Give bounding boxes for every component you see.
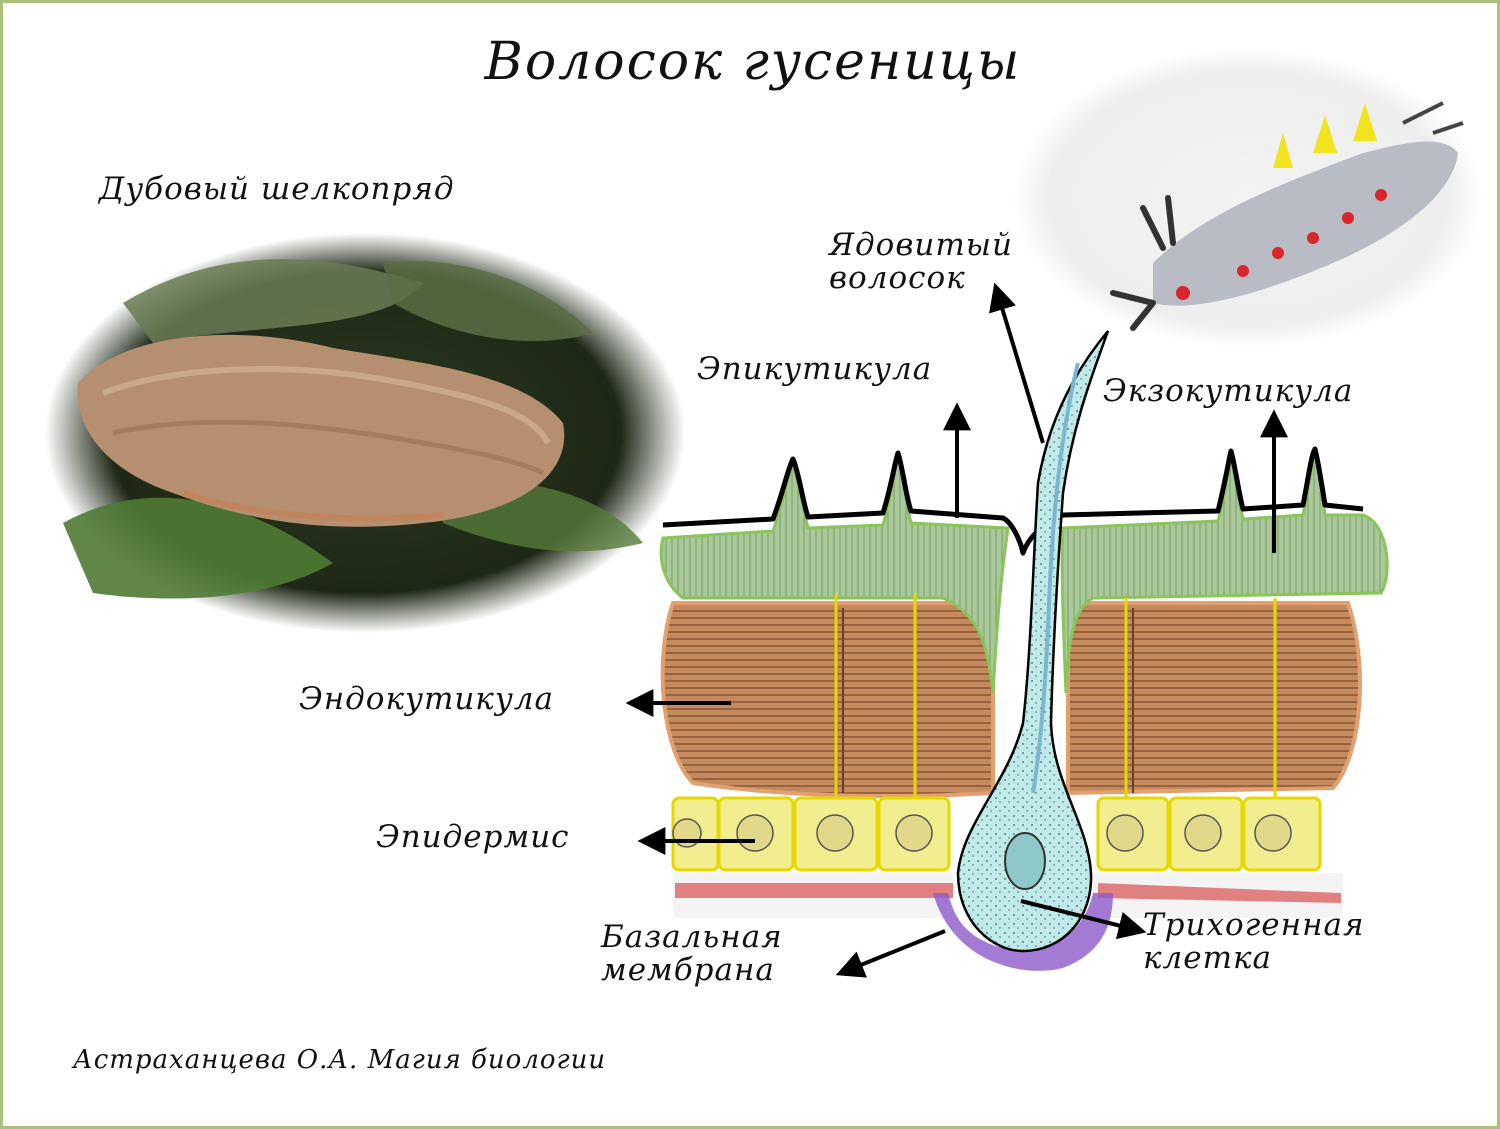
- basal-membrane-shape: [933, 893, 1113, 971]
- label-trichogen-cell: Трихогенная клетка: [1143, 907, 1365, 976]
- trichogen-cell-shape: [956, 330, 1110, 953]
- toy-caterpillar-photo: [1013, 48, 1483, 348]
- page-title: Волосок гусеницы: [484, 32, 1022, 92]
- label-endocuticle: Эндокутикула: [299, 681, 555, 717]
- cuticle-diagram: [625, 282, 1389, 978]
- basal-membrane-arrow: [835, 929, 946, 978]
- diagram-canvas: [45, 48, 1483, 978]
- label-epidermis: Эпидермис: [376, 819, 570, 855]
- endocuticle-left: [660, 601, 995, 798]
- trichogen-nucleus: [1004, 832, 1046, 890]
- label-basal-membrane: Базальная мембрана: [601, 919, 783, 988]
- oak-moth-photo: [45, 233, 685, 633]
- photo-caption: Дубовый шелкопряд: [99, 171, 455, 207]
- author-credit: Астраханцева О.А. Магия биологии: [73, 1045, 607, 1075]
- venom-hair-arrow: [989, 282, 1045, 444]
- label-venom-hair: Ядовитый волосок: [829, 227, 1013, 296]
- trichogen-arrow: [1020, 899, 1147, 940]
- label-exocuticle: Экзокутикула: [1103, 373, 1354, 409]
- epicuticle-line: [662, 446, 1364, 556]
- endocuticle-right: [1066, 601, 1362, 796]
- label-epicuticle: Эпикутикула: [697, 351, 933, 387]
